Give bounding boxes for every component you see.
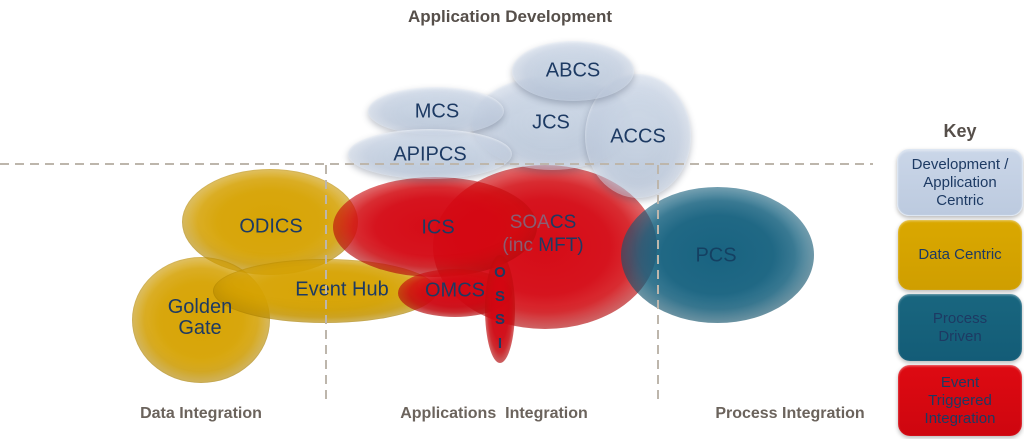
event-hub-label: Event Hub — [295, 278, 389, 301]
mcs-ellipse — [368, 87, 504, 135]
horizontal-divider-dashed-line — [0, 163, 873, 165]
ossi-letter-o: O — [494, 264, 506, 281]
application-development-title: Application Development — [407, 7, 613, 26]
golden-gate-label: Golden Gate — [168, 297, 233, 339]
legend-item-development-application-centric: Development / Application Centric — [897, 149, 1023, 216]
soacs-mft-strong: MFT) — [538, 235, 584, 256]
region-label-data-integration: Data Integration — [140, 405, 262, 422]
legend-item-event-triggered-integration: Event Triggered Integration — [898, 365, 1022, 436]
vertical-divider-dashed-line-right — [657, 165, 659, 402]
golden-gate-line1: Golden — [167, 296, 233, 318]
ossi-letter-s2: S — [494, 311, 506, 328]
legend-item-data-centric: Data Centric — [898, 220, 1022, 290]
ossi-letter-s1: S — [494, 287, 506, 305]
ossi-label: O S S I — [494, 261, 506, 355]
pcs-label: PCS — [695, 244, 737, 267]
ossi-ellipse — [485, 255, 515, 363]
legend: Key Development / Application Centric Da… — [897, 121, 1023, 439]
soacs-label: SOACS (inc MFT) — [502, 211, 583, 257]
legend-item-process-driven: Process Driven — [898, 294, 1022, 361]
abcs-label: ABCS — [545, 59, 601, 82]
pcs-ellipse — [621, 187, 814, 323]
apipcs-label: APIPCS — [393, 143, 467, 166]
soacs-label-strong: CS — [549, 212, 577, 233]
mcs-label: MCS — [414, 100, 460, 123]
apipcs-ellipse — [348, 129, 512, 179]
jcs-label: JCS — [532, 111, 570, 134]
soacs-label-muted: SOA — [509, 212, 550, 233]
legend-title: Key — [943, 121, 977, 141]
golden-gate-line2: Gate — [178, 317, 222, 339]
ics-label: ICS — [421, 216, 455, 239]
accs-label: ACCS — [610, 125, 666, 148]
region-label-process-integration: Process Integration — [715, 405, 865, 422]
ossi-letter-i: I — [497, 334, 503, 352]
abcs-ellipse — [512, 41, 634, 101]
vertical-divider-dashed-line-left — [325, 165, 327, 400]
omcs-label: OMCS — [425, 279, 485, 302]
odics-label: ODICS — [239, 215, 303, 238]
region-label-applications-integration: Applications Integration — [400, 405, 588, 422]
soacs-mft-muted: (inc — [502, 235, 539, 256]
